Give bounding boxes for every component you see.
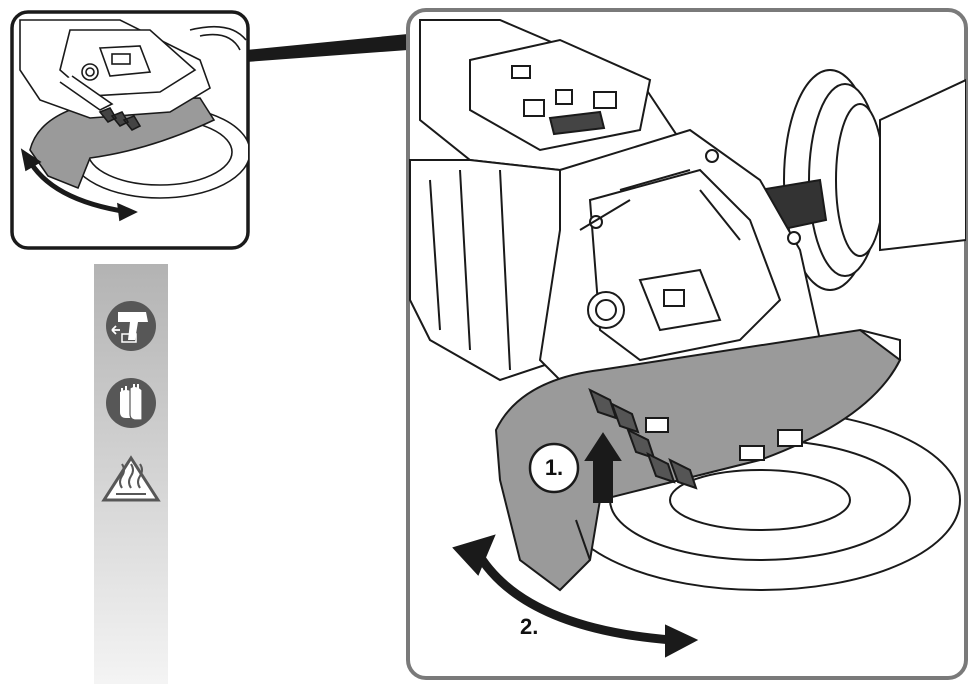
wear-gloves-icon [106,378,156,428]
step-2-label: 2. [520,614,539,639]
step-1-label: 1. [544,455,564,480]
main-grinder-drawing [409,19,966,658]
hot-surface-warning-icon [101,455,161,502]
zoom-connector [246,34,408,62]
inset-grinder-drawing [19,19,248,222]
remove-battery-icon [106,301,156,351]
main-panel [406,8,968,680]
inset-panel [10,10,250,250]
